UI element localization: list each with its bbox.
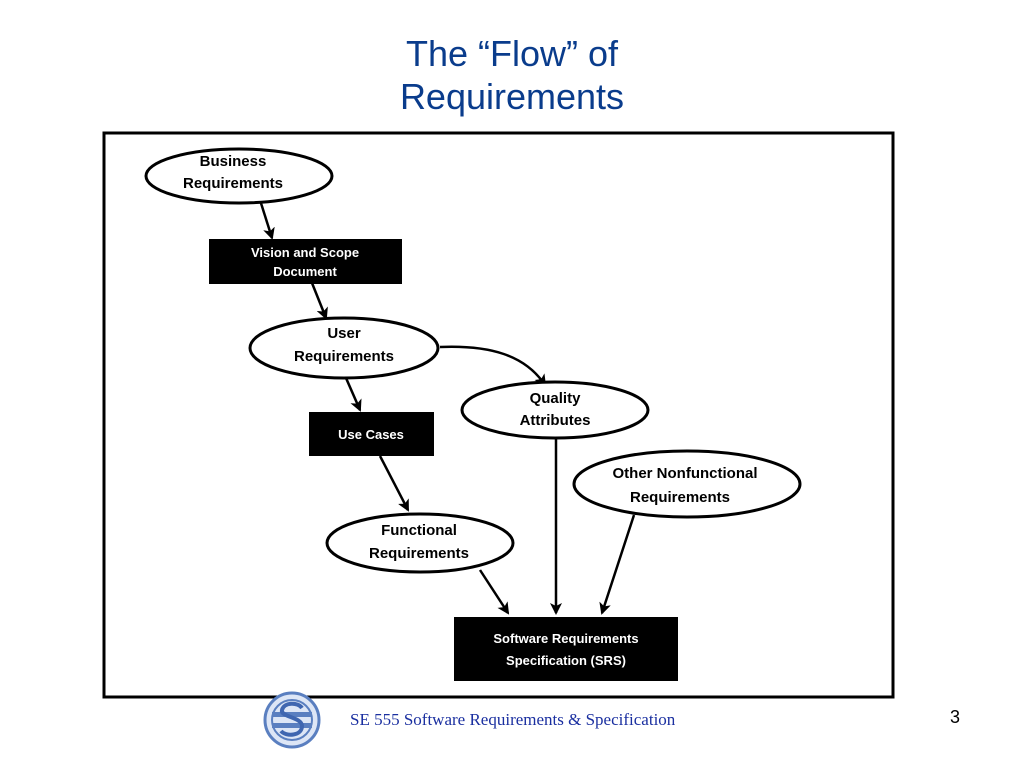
node-label: Use Cases — [338, 427, 404, 442]
slide-title-line2: Requirements — [399, 76, 625, 117]
node-business-requirements: Business Requirements — [144, 147, 334, 205]
slide-title-line1: The “Flow” of — [405, 33, 619, 74]
page-number: 3 — [950, 707, 961, 727]
node-functional-requirements: Functional Requirements — [325, 512, 515, 574]
node-label: Requirements — [294, 348, 394, 365]
node-use-cases: Use Cases — [309, 412, 434, 456]
node-label: Requirements — [630, 489, 730, 506]
connectors — [258, 199, 636, 615]
node-label: Quality — [530, 390, 582, 407]
edge-other-srs — [599, 514, 636, 615]
node-user-requirements: User Requirements — [248, 316, 440, 380]
edge-vision-user — [310, 282, 328, 320]
node-quality-attributes: Quality Attributes — [460, 380, 650, 440]
node-label: User — [327, 325, 361, 342]
edge-usecase-functional — [378, 455, 410, 512]
node-vision-scope-document: Vision and Scope Document — [209, 239, 402, 284]
node-label: Requirements — [369, 545, 469, 562]
slide-title: The “Flow” of Requirements — [0, 32, 1024, 118]
node-label: Document — [273, 264, 337, 279]
edge-functional-srs — [478, 569, 510, 615]
footer-course-title: SE 555 Software Requirements & Specifica… — [350, 710, 676, 729]
se-logo-icon — [263, 691, 321, 749]
edge-user-usecase — [344, 377, 362, 412]
node-label: Attributes — [520, 412, 591, 429]
node-label: Other Nonfunctional — [613, 465, 758, 482]
node-software-requirements-specification: Software Requirements Specification (SRS… — [454, 617, 678, 681]
node-label: Functional — [381, 522, 457, 539]
node-label: Specification (SRS) — [506, 653, 626, 668]
edge-user-quality — [439, 345, 547, 387]
node-other-nonfunctional-requirements: Other Nonfunctional Requirements — [572, 449, 802, 519]
node-label: Business — [200, 153, 267, 170]
node-label: Vision and Scope — [251, 245, 359, 260]
edge-business-vision — [258, 199, 275, 240]
node-label: Software Requirements — [493, 631, 638, 646]
node-label: Requirements — [183, 175, 283, 192]
